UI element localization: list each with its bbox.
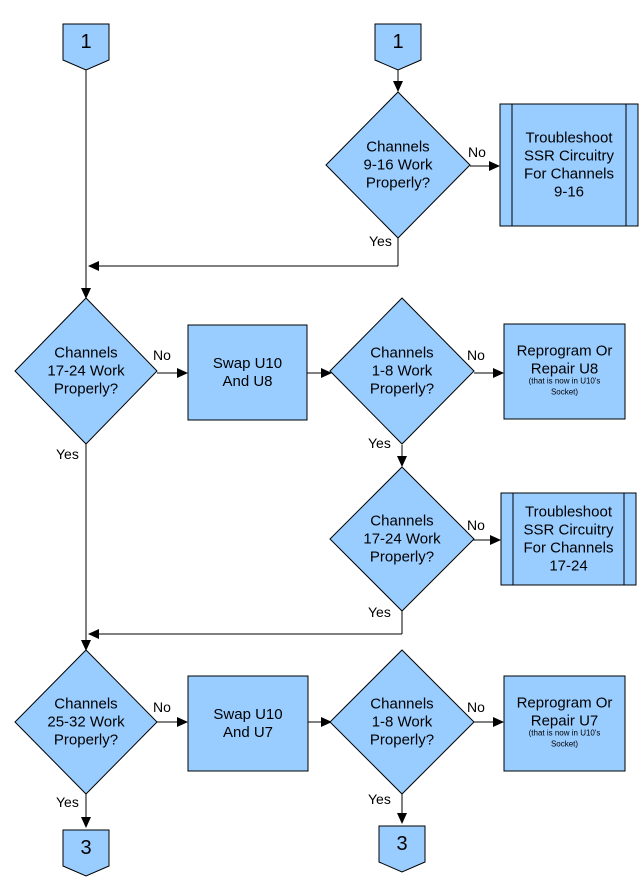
- process-troubleshoot-9-16-box: [499, 103, 639, 227]
- arrowhead: [493, 717, 504, 727]
- decision-channels-17-24-b-line-3: Properly?: [370, 549, 434, 566]
- decision-channels-17-24-b-line-1: Channels: [370, 513, 433, 530]
- yes-label: Yes: [368, 604, 391, 620]
- decision-channels-9-16-line-2: 9-16 Work: [364, 157, 433, 174]
- process-reprogram-u8-box: [503, 323, 626, 420]
- yes-label: Yes: [369, 233, 392, 249]
- arrowhead: [321, 717, 332, 727]
- offpage-connector-1-left-shape: [62, 23, 110, 71]
- process-troubleshoot-17-24-line-1: Troubleshoot: [525, 504, 613, 521]
- yes-label: Yes: [368, 435, 391, 451]
- offpage-connector-1-right-shape: [374, 23, 422, 71]
- no-label: No: [153, 347, 171, 363]
- offpage-connector-3-left-label: 3: [80, 837, 91, 859]
- process-troubleshoot-17-24-line-2: SSR Circuitry: [523, 522, 614, 539]
- decision-channels-1-8-a-line-1: Channels: [370, 345, 433, 362]
- offpage-connector-3-right-shape: [378, 825, 426, 873]
- process-swap-u10-u8-line-1: Swap U10: [213, 355, 282, 372]
- decision-channels-17-24-line-2: 17-24 Work: [47, 363, 125, 380]
- no-label: No: [153, 699, 171, 715]
- arrowhead: [177, 717, 188, 727]
- arrowhead: [397, 813, 407, 824]
- decision-channels-25-32-line-2: 25-32 Work: [47, 714, 125, 731]
- process-reprogram-u8-note-2: Socket): [551, 388, 578, 397]
- decision-channels-1-8-b-line-3: Properly?: [370, 732, 434, 749]
- no-label: No: [468, 144, 486, 160]
- process-reprogram-u7-line-2: Repair U7: [531, 713, 599, 730]
- process-troubleshoot-9-16-line-4: 9-16: [554, 184, 584, 201]
- process-reprogram-u7-note-2: Socket): [551, 740, 578, 749]
- process-troubleshoot-17-24-line-3: For Channels: [523, 540, 613, 557]
- arrowhead: [177, 368, 188, 378]
- process-swap-u10-u7-line-1: Swap U10: [213, 706, 282, 723]
- no-label: No: [467, 699, 485, 715]
- process-troubleshoot-17-24-line-4: 17-24: [549, 558, 587, 575]
- process-reprogram-u7-note-1: (that is now in U10's: [529, 729, 601, 738]
- arrowhead: [81, 288, 91, 299]
- decision-channels-17-24-line-1: Channels: [54, 345, 117, 362]
- process-reprogram-u7-line-1: Reprogram Or: [517, 695, 613, 712]
- arrowhead: [489, 161, 500, 171]
- process-troubleshoot-9-16-line-3: For Channels: [524, 166, 614, 183]
- decision-channels-25-32-line-3: Properly?: [54, 732, 118, 749]
- decision-channels-17-24-b-diamond: [329, 466, 475, 612]
- process-swap-u10-u8-box: [187, 324, 308, 421]
- process-swap-u10-u7-box: [187, 675, 309, 772]
- process-troubleshoot-9-16-line-1: Troubleshoot: [526, 130, 614, 147]
- arrowhead: [81, 817, 91, 828]
- decision-channels-1-8-a-line-3: Properly?: [370, 381, 434, 398]
- arrowhead: [393, 81, 403, 92]
- decision-channels-25-32-diamond: [14, 649, 158, 795]
- process-reprogram-u8-note-1: (that is now in U10's: [529, 377, 601, 386]
- arrowhead: [88, 261, 99, 271]
- decision-channels-1-8-b-diamond: [329, 649, 475, 795]
- offpage-connector-1-right-label: 1: [392, 31, 403, 53]
- arrowhead: [397, 456, 407, 467]
- arrowhead: [81, 640, 91, 651]
- process-reprogram-u8-line-2: Repair U8: [531, 361, 599, 378]
- decision-channels-1-8-b-line-2: 1-8 Work: [372, 714, 433, 731]
- decision-channels-17-24-line-3: Properly?: [54, 381, 118, 398]
- decision-channels-1-8-a-diamond: [329, 297, 475, 445]
- offpage-connector-3-left-shape: [62, 829, 110, 877]
- arrowhead: [493, 368, 504, 378]
- process-troubleshoot-17-24-box: [500, 492, 637, 586]
- offpage-connector-1-left-label: 1: [80, 31, 91, 53]
- no-label: No: [467, 517, 485, 533]
- process-reprogram-u7-box: [503, 675, 626, 772]
- decision-channels-17-24-b-line-2: 17-24 Work: [363, 531, 441, 548]
- arrowhead: [88, 629, 99, 639]
- arrowhead: [490, 535, 501, 545]
- decision-channels-9-16-line-1: Channels: [366, 139, 429, 156]
- process-troubleshoot-9-16-line-2: SSR Circuitry: [524, 148, 615, 165]
- decision-channels-17-24-diamond: [14, 297, 158, 445]
- decision-channels-9-16-diamond: [325, 91, 471, 239]
- process-swap-u10-u8-line-2: And U8: [222, 373, 272, 390]
- decision-channels-1-8-a-line-2: 1-8 Work: [372, 363, 433, 380]
- yes-label: Yes: [368, 791, 391, 807]
- yes-label: Yes: [56, 794, 79, 810]
- decision-channels-9-16-line-3: Properly?: [366, 175, 430, 192]
- process-swap-u10-u7-line-2: And U7: [223, 724, 273, 741]
- process-reprogram-u8-line-1: Reprogram Or: [517, 343, 613, 360]
- decision-channels-1-8-b-line-1: Channels: [370, 696, 433, 713]
- offpage-connector-3-right-label: 3: [396, 833, 407, 855]
- no-label: No: [467, 347, 485, 363]
- arrowhead: [321, 368, 332, 378]
- yes-label: Yes: [56, 446, 79, 462]
- decision-channels-25-32-line-1: Channels: [54, 696, 117, 713]
